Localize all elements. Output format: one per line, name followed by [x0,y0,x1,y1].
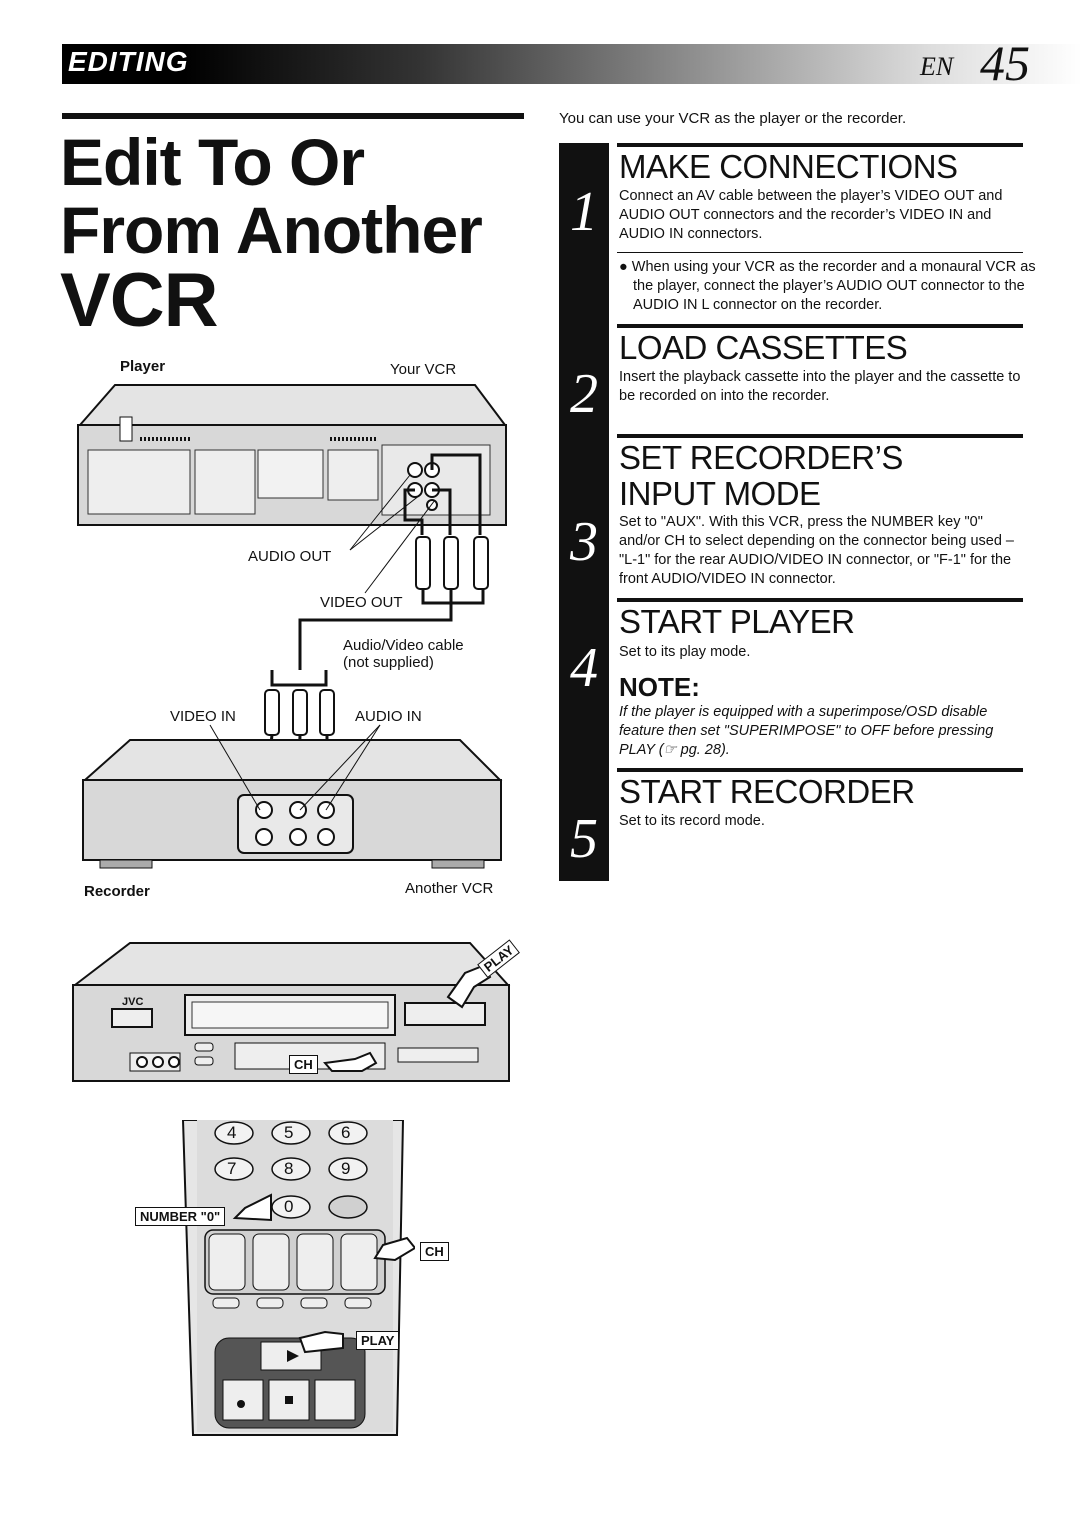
step-2-text: Insert the playback cassette into the pl… [619,369,1021,404]
connection-diagram [77,384,507,869]
step-number-2: 2 [570,363,598,425]
player-label: Player [120,358,166,375]
step-4-heading: START PLAYER [619,603,855,640]
step-1-bullet: ● When using your VCR as the recorder an… [619,259,1036,313]
step-4-rule [617,598,1023,602]
video-out-label: VIDEO OUT [320,594,403,611]
step-4-text: Set to its play mode. [619,644,751,660]
step-number-3: 3 [570,511,598,573]
language-label: EN [920,52,954,81]
title-rule [62,113,524,119]
note-title: NOTE: [619,672,700,702]
remote-key-8: 8 [284,1159,294,1178]
remote-key-0: 0 [284,1197,294,1216]
section-header-band [62,44,1080,84]
audio-in-label: AUDIO IN [355,708,422,725]
remote-key-6: 6 [341,1123,351,1142]
step-number-5: 5 [570,808,598,870]
step-3-rule [617,434,1023,438]
number-0-tag: NUMBER "0" [135,1207,226,1226]
title-line-3: VCR [60,258,218,343]
title-line-1: Edit To Or [60,125,365,199]
audio-out-label: AUDIO OUT [248,548,332,565]
step-3-heading: SET RECORDER’S INPUT MODE [619,439,903,512]
remote-key-4: 4 [227,1123,237,1142]
remote-control-illustration [181,1120,415,1436]
step-number-1: 1 [570,181,598,243]
step-1-rule [617,143,1023,147]
brand-logo: JVC [122,996,144,1008]
note-text: If the player is equipped with a superim… [619,704,994,758]
step-3-text: Set to "AUX". With this VCR, press the N… [619,514,1014,587]
title-line-2: From Another [60,193,483,267]
step-number-bar [559,143,609,881]
step-2-heading: LOAD CASSETTES [619,329,908,366]
remote-key-9: 9 [341,1159,351,1178]
recorder-label: Recorder [84,883,150,900]
step-1-text: Connect an AV cable between the player’s… [619,188,1003,242]
play-tag-remote: PLAY [356,1331,400,1350]
another-vcr-label: Another VCR [405,880,494,897]
recorder-vcr-illustration [82,739,503,869]
intro-text: You can use your VCR as the player or th… [559,110,907,127]
step-2-rule [617,324,1023,328]
section-label: EDITING [68,46,189,77]
step-number-4: 4 [570,637,598,699]
video-in-label: VIDEO IN [170,708,236,725]
cable-label-line2: (not supplied) [343,654,434,671]
step-5-rule [617,768,1023,772]
ch-tag-remote: CH [420,1242,449,1261]
remote-key-7: 7 [227,1159,237,1178]
page-number: 45 [980,35,1030,91]
your-vcr-label: Your VCR [390,361,457,378]
page-title: Edit To Or From Another VCR [60,125,530,343]
cable-label-line1: Audio/Video cable [343,637,464,654]
step-1-divider [617,252,1023,253]
vcr-front-panel-illustration [72,942,511,1082]
ch-tag-front: CH [289,1055,318,1074]
step-1-heading: MAKE CONNECTIONS [619,148,958,185]
step-5-heading: START RECORDER [619,773,915,810]
step-5-text: Set to its record mode. [619,813,765,829]
player-vcr-illustration [77,384,507,526]
remote-key-5: 5 [284,1123,294,1142]
